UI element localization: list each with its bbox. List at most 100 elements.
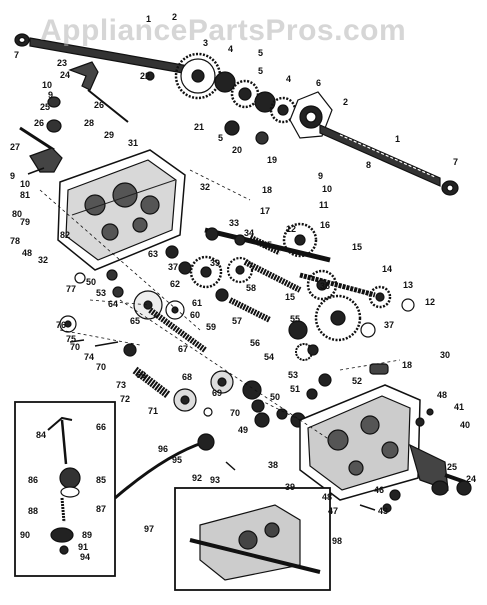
callout-64: 64 bbox=[108, 299, 118, 309]
callout-77: 77 bbox=[66, 284, 76, 294]
gear-21-20 bbox=[145, 71, 269, 145]
inset-assembled-unit bbox=[174, 487, 331, 591]
callout-18: 18 bbox=[262, 185, 272, 195]
callout-43: 43 bbox=[378, 506, 388, 516]
callout-23: 23 bbox=[57, 58, 67, 68]
callout-70: 70 bbox=[70, 342, 80, 352]
callout-15: 15 bbox=[352, 242, 362, 252]
callout-48: 48 bbox=[322, 492, 332, 502]
callout-87: 87 bbox=[96, 504, 106, 514]
callout-70: 70 bbox=[230, 408, 240, 418]
callout-31: 31 bbox=[128, 138, 138, 148]
callout-98: 98 bbox=[332, 536, 342, 546]
callout-41: 41 bbox=[454, 402, 464, 412]
callout-69: 69 bbox=[212, 388, 222, 398]
callout-14: 14 bbox=[382, 264, 392, 274]
callout-90: 90 bbox=[20, 530, 30, 540]
callout-97: 97 bbox=[144, 524, 154, 534]
callout-54: 54 bbox=[264, 352, 274, 362]
callout-2: 2 bbox=[172, 12, 177, 22]
callout-10: 10 bbox=[42, 80, 52, 90]
callout-68: 68 bbox=[182, 372, 192, 382]
callout-38: 38 bbox=[268, 460, 278, 470]
callout-40: 40 bbox=[460, 420, 470, 430]
callout-5: 5 bbox=[258, 66, 263, 76]
callout-19: 19 bbox=[267, 155, 277, 165]
shift-cable bbox=[114, 440, 206, 500]
washers-left bbox=[74, 269, 272, 353]
callout-7: 7 bbox=[14, 50, 19, 60]
callout-92: 92 bbox=[192, 473, 202, 483]
callout-35: 35 bbox=[262, 240, 272, 250]
callout-24: 24 bbox=[60, 70, 70, 80]
callout-67: 67 bbox=[178, 344, 188, 354]
callout-66: 66 bbox=[136, 370, 146, 380]
callout-50: 50 bbox=[86, 277, 96, 287]
callout-10: 10 bbox=[322, 184, 332, 194]
callout-4: 4 bbox=[286, 74, 291, 84]
main-shaft-upper bbox=[14, 33, 201, 77]
callout-4: 4 bbox=[228, 44, 233, 54]
callout-89: 89 bbox=[82, 530, 92, 540]
callout-28: 28 bbox=[84, 118, 94, 128]
lower-case-half bbox=[299, 384, 472, 513]
callout-39: 39 bbox=[285, 482, 295, 492]
callout-2: 2 bbox=[343, 97, 348, 107]
callout-12: 12 bbox=[286, 224, 296, 234]
callout-5: 5 bbox=[258, 48, 263, 58]
callout-80: 80 bbox=[12, 209, 22, 219]
callout-84: 84 bbox=[36, 430, 46, 440]
callout-72: 72 bbox=[120, 394, 130, 404]
shift-lever-27 bbox=[27, 147, 63, 175]
callout-20: 20 bbox=[232, 145, 242, 155]
inset-shift-linkage bbox=[14, 401, 116, 577]
callout-36: 36 bbox=[320, 281, 330, 291]
callout-26: 26 bbox=[94, 100, 104, 110]
callout-70: 70 bbox=[96, 362, 106, 372]
callout-48: 48 bbox=[437, 390, 447, 400]
callout-53: 53 bbox=[288, 370, 298, 380]
callout-57: 57 bbox=[232, 316, 242, 326]
callout-1: 1 bbox=[146, 14, 151, 24]
callout-15: 15 bbox=[285, 292, 295, 302]
callout-21: 21 bbox=[194, 122, 204, 132]
callout-49: 49 bbox=[238, 425, 248, 435]
callout-59: 59 bbox=[206, 322, 216, 332]
callout-26: 26 bbox=[34, 118, 44, 128]
callout-37: 37 bbox=[168, 262, 178, 272]
callout-58: 58 bbox=[246, 283, 256, 293]
callout-95: 95 bbox=[172, 455, 182, 465]
callout-17: 17 bbox=[260, 206, 270, 216]
callout-63: 63 bbox=[148, 249, 158, 259]
callout-25: 25 bbox=[447, 462, 457, 472]
callout-51: 51 bbox=[290, 384, 300, 394]
callout-62: 62 bbox=[170, 279, 180, 289]
callout-88: 88 bbox=[28, 506, 38, 516]
callout-61: 61 bbox=[192, 298, 202, 308]
callout-9: 9 bbox=[318, 171, 323, 181]
callout-71: 71 bbox=[148, 406, 158, 416]
callout-37: 37 bbox=[384, 320, 394, 330]
left-mid-parts bbox=[165, 245, 302, 293]
callout-94: 94 bbox=[80, 552, 90, 562]
callout-86: 86 bbox=[28, 475, 38, 485]
large-sprocket-55 bbox=[288, 294, 376, 361]
callout-52: 52 bbox=[352, 376, 362, 386]
callout-47: 47 bbox=[328, 506, 338, 516]
callout-27: 27 bbox=[10, 142, 20, 152]
callout-32: 32 bbox=[200, 182, 210, 192]
callout-91: 91 bbox=[78, 542, 88, 552]
callout-56: 56 bbox=[250, 338, 260, 348]
callout-7: 7 bbox=[453, 157, 458, 167]
callout-6: 6 bbox=[316, 78, 321, 88]
callout-32: 32 bbox=[38, 255, 48, 265]
callout-12: 12 bbox=[425, 297, 435, 307]
callout-55: 55 bbox=[290, 314, 300, 324]
callout-73: 73 bbox=[116, 380, 126, 390]
callout-85: 85 bbox=[96, 475, 106, 485]
callout-3: 3 bbox=[203, 38, 208, 48]
callout-13: 13 bbox=[403, 280, 413, 290]
upper-case-half bbox=[57, 149, 186, 271]
